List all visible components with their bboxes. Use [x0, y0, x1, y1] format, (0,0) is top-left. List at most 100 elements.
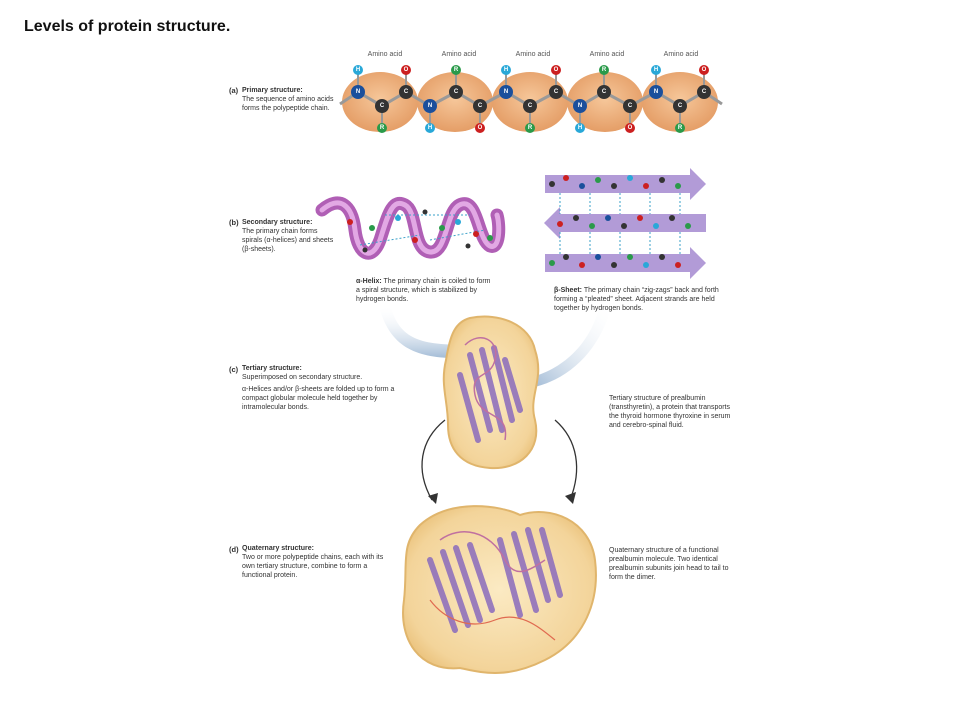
r-group-atom	[451, 65, 461, 75]
svg-text:O: O	[628, 125, 633, 131]
svg-text:C: C	[554, 89, 559, 95]
sheet-strand-1	[545, 168, 706, 200]
panel-b-label: Secondary structure: The primary chain f…	[242, 218, 338, 254]
oxygen-atom	[475, 123, 485, 133]
panel-c-body-line2: α-Helices and/or β-sheets are folded up …	[242, 386, 395, 411]
amino-acid-label-1: Amino acid	[367, 51, 403, 58]
atom-group-5: N H C R C O	[649, 65, 711, 133]
svg-text:C: C	[454, 89, 459, 95]
panel-c-body-line1: Superimposed on secondary structure.	[242, 374, 363, 381]
atom-group-2: N H C R C O	[423, 65, 487, 133]
amino-acid-label-3: Amino acid	[515, 51, 551, 58]
r-group-atom	[599, 65, 609, 75]
helix-heading: α-Helix:	[356, 278, 382, 285]
svg-text:R: R	[678, 125, 683, 131]
amino-acid-blob	[567, 72, 643, 132]
panel-a-body: The sequence of amino acids forms the po…	[242, 96, 334, 112]
oxygen-atom	[551, 65, 561, 75]
svg-text:O: O	[478, 125, 483, 131]
atom-group-3: N H C R C O	[499, 65, 563, 133]
sheet-heading: β-Sheet:	[554, 287, 582, 294]
nitrogen-atom	[423, 99, 437, 113]
svg-text:R: R	[380, 125, 385, 131]
atom-group-4: N H C R C O	[573, 65, 637, 133]
hydrogen-atom	[501, 65, 511, 75]
hydrogen-atom	[353, 65, 363, 75]
atom-group-1: N H C R C O	[351, 65, 413, 133]
panel-a-label: Primary structure: The sequence of amino…	[242, 86, 337, 113]
nitrogen-atom	[649, 85, 663, 99]
svg-text:C: C	[702, 89, 707, 95]
svg-text:C: C	[380, 103, 385, 109]
svg-text:O: O	[702, 67, 707, 73]
svg-text:C: C	[478, 103, 483, 109]
carbon-atom	[623, 99, 637, 113]
svg-text:C: C	[404, 89, 409, 95]
svg-text:H: H	[504, 67, 508, 73]
svg-text:C: C	[528, 103, 533, 109]
carbon-atom	[549, 85, 563, 99]
panel-d-heading: Quaternary structure:	[242, 545, 314, 552]
oxygen-atom	[625, 123, 635, 133]
panel-b-body: The primary chain forms spirals (α-helic…	[242, 228, 334, 253]
svg-text:R: R	[602, 67, 607, 73]
hydrogen-atom	[425, 123, 435, 133]
r-group-atom	[377, 123, 387, 133]
svg-text:R: R	[454, 67, 459, 73]
page-title: Levels of protein structure.	[24, 18, 231, 35]
carbon-atom	[597, 85, 611, 99]
carbon-atom	[523, 99, 537, 113]
helix-caption: α-Helix: The primary chain is coiled to …	[356, 277, 496, 304]
svg-text:H: H	[428, 125, 432, 131]
oxygen-atom	[401, 65, 411, 75]
svg-text:O: O	[404, 67, 409, 73]
amino-acid-label-5: Amino acid	[663, 51, 699, 58]
tertiary-globule	[442, 315, 540, 470]
panel-a-letter: (a)	[229, 86, 239, 95]
panel-b-letter: (b)	[229, 218, 239, 227]
carbon-atom	[399, 85, 413, 99]
nitrogen-atom	[499, 85, 513, 99]
panel-c-letter: (c)	[229, 365, 239, 374]
helix-body: The primary chain is coiled to form a sp…	[356, 278, 491, 303]
hydrogen-atom	[651, 65, 661, 75]
panel-d-body: Two or more polypeptide chains, each wit…	[242, 554, 384, 579]
carbon-atom	[673, 99, 687, 113]
svg-text:C: C	[628, 103, 633, 109]
carbon-atom	[697, 85, 711, 99]
sheet-caption: β-Sheet: The primary chain “zig-zags” ba…	[554, 286, 734, 313]
quaternary-side-note: Quaternary structure of a functional pre…	[609, 547, 729, 581]
svg-text:N: N	[428, 103, 432, 109]
curve-arrow-left	[421, 419, 446, 501]
r-group-atom	[525, 123, 535, 133]
carbon-atom	[449, 85, 463, 99]
panel-d-label: Quaternary structure: Two or more polype…	[242, 544, 394, 580]
sheet-body: The primary chain “zig-zags” back and fo…	[554, 287, 719, 312]
primary-chain: N H C R C O N H C R C O N H C R	[339, 65, 723, 133]
panel-a-heading: Primary structure:	[242, 87, 303, 94]
nitrogen-atom	[351, 85, 365, 99]
svg-text:H: H	[578, 125, 582, 131]
svg-text:R: R	[528, 125, 533, 131]
tertiary-side-note: Tertiary structure of prealbumin (transt…	[609, 395, 731, 429]
panel-c-label: Tertiary structure: Superimposed on seco…	[242, 364, 397, 412]
panel-b-heading: Secondary structure:	[242, 219, 313, 226]
curve-arrow-right	[554, 419, 578, 501]
hydrogen-atom	[575, 123, 585, 133]
panel-c-heading: Tertiary structure:	[242, 365, 302, 372]
svg-text:N: N	[356, 89, 360, 95]
alpha-helix	[315, 196, 506, 260]
r-group-atom	[675, 123, 685, 133]
svg-text:O: O	[554, 67, 559, 73]
sheet-strand-3	[545, 247, 706, 279]
svg-text:H: H	[356, 67, 360, 73]
carbon-atom	[375, 99, 389, 113]
amino-acid-blob	[417, 72, 493, 132]
beta-sheet	[544, 168, 706, 279]
oxygen-atom	[699, 65, 709, 75]
svg-text:N: N	[578, 103, 582, 109]
sheet-strand-2	[544, 207, 706, 239]
svg-text:C: C	[678, 103, 683, 109]
panel-d-letter: (d)	[229, 545, 239, 554]
